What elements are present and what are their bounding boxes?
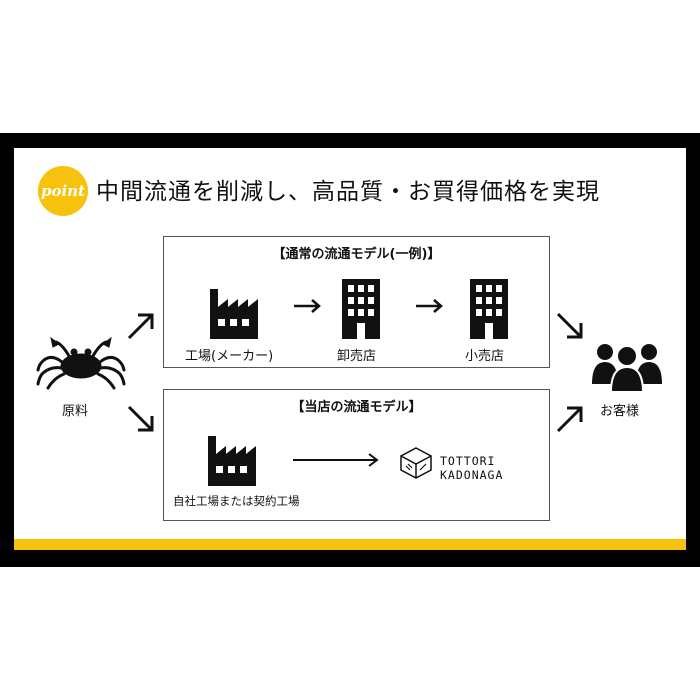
own-factory-label: 自社工場または契約工場 <box>173 494 300 508</box>
point-badge: point <box>38 166 88 216</box>
factory-icon <box>210 289 258 339</box>
brand-logo-text: TOTTORI KADONAGA <box>440 454 503 482</box>
arrow-up-right-icon <box>556 406 583 433</box>
long-arrow-right-icon <box>293 453 379 467</box>
step-retailer-label: 小売店 <box>465 349 505 364</box>
brand-line-1: TOTTORI <box>440 454 496 468</box>
headline: 中間流通を削減し、高品質・お買得価格を実現 <box>96 179 600 205</box>
arrow-down-right-icon <box>556 312 583 339</box>
arrow-down-right-icon <box>127 405 154 432</box>
standard-model-title: 【通常の流通モデル(一例)】 <box>272 247 441 262</box>
step-factory-label: 工場(メーカー) <box>185 349 274 364</box>
wholesaler-building-icon <box>342 279 380 339</box>
arrow-up-right-icon <box>127 313 154 340</box>
box-logo-icon <box>400 447 432 479</box>
source-label: 原料 <box>62 404 89 419</box>
people-icon <box>592 344 662 392</box>
customer-label: お客様 <box>600 404 640 419</box>
retailer-building-icon <box>470 279 508 339</box>
factory-icon <box>208 436 256 486</box>
step-wholesaler-label: 卸売店 <box>337 349 377 364</box>
brand-line-2: KADONAGA <box>440 468 504 482</box>
store-model-title: 【当店の流通モデル】 <box>291 400 422 415</box>
accent-bar <box>14 539 686 550</box>
crab-icon <box>36 336 126 390</box>
arrow-right-icon <box>294 299 321 313</box>
arrow-right-icon <box>416 299 443 313</box>
